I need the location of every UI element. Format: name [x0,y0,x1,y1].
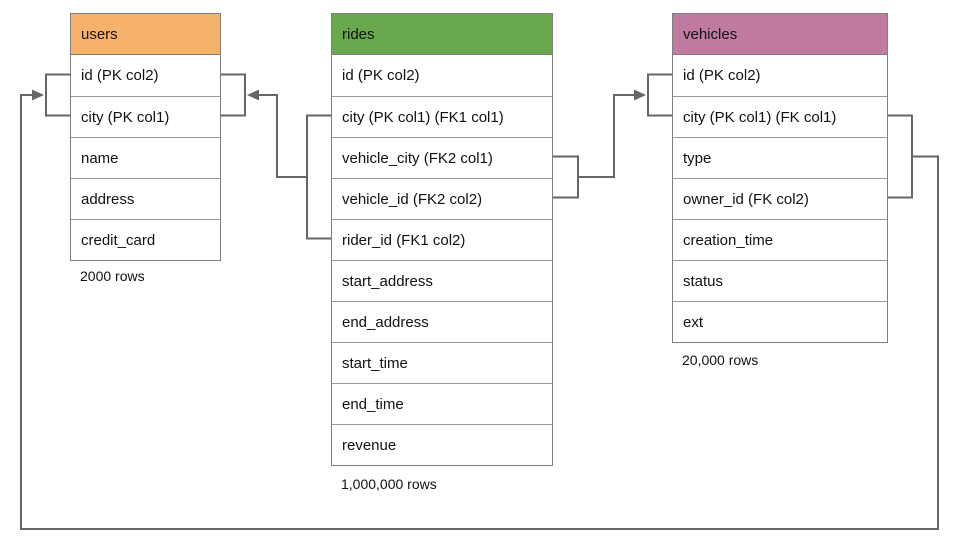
table-users-column-name: name [71,137,220,178]
connector-lines [20,73,939,530]
table-rides-header: rides [332,14,552,55]
table-users-header: users [71,14,220,55]
table-vehicles-column-status: status [673,260,887,301]
users-row-count-label: 2000 rows [80,268,145,284]
table-users: users id (PK col2) city (PK col1) name a… [70,13,221,261]
fk2-rides-to-vehicles-line [578,94,635,178]
table-rides: rides id (PK col2) city (PK col1) (FK1 c… [331,13,553,466]
table-vehicles-column-id: id (PK col2) [673,55,887,96]
fk1-rides-bracket [306,114,331,240]
table-rides-column-vehicle-city: vehicle_city (FK2 col1) [332,137,552,178]
vehicles-row-count-label: 20,000 rows [682,352,759,368]
fk1-arrowhead-left [247,89,259,101]
table-rides-column-city: city (PK col1) (FK1 col1) [332,96,552,137]
rides-row-count-label: 1,000,000 rows [341,476,437,492]
table-users-column-credit-card: credit_card [71,219,220,260]
table-vehicles-column-type: type [673,137,887,178]
fk2-vehicles-pk-bracket [647,73,672,117]
connector-arrowheads [32,89,646,101]
fk2-rides-bracket [553,155,579,199]
table-rides-column-end-address: end_address [332,301,552,342]
table-rides-column-end-time: end_time [332,383,552,424]
table-rides-column-start-address: start_address [332,260,552,301]
fk-vehicles-to-users-line [20,94,939,530]
table-vehicles: vehicles id (PK col2) city (PK col1) (FK… [672,13,888,343]
table-vehicles-header: vehicles [673,14,887,55]
table-rides-column-rider-id: rider_id (FK1 col2) [332,219,552,260]
table-vehicles-column-owner-id: owner_id (FK col2) [673,178,887,219]
fk-arrowhead-right [32,89,44,101]
fk1-users-pk-bracket [221,73,246,117]
table-rides-column-vehicle-id: vehicle_id (FK2 col2) [332,178,552,219]
table-users-column-address: address [71,178,220,219]
table-rides-column-start-time: start_time [332,342,552,383]
table-rides-column-revenue: revenue [332,424,552,465]
table-vehicles-column-ext: ext [673,301,887,342]
table-vehicles-column-creation-time: creation_time [673,219,887,260]
table-users-column-id: id (PK col2) [71,55,220,96]
table-vehicles-column-city: city (PK col1) (FK col1) [673,96,887,137]
fk2-arrowhead-right [634,89,646,101]
table-users-column-city: city (PK col1) [71,96,220,137]
fk1-rides-to-users-line [258,94,307,178]
table-rides-column-id: id (PK col2) [332,55,552,96]
fk-users-pk-bracket [45,73,70,117]
fk-vehicles-bracket [888,114,913,199]
